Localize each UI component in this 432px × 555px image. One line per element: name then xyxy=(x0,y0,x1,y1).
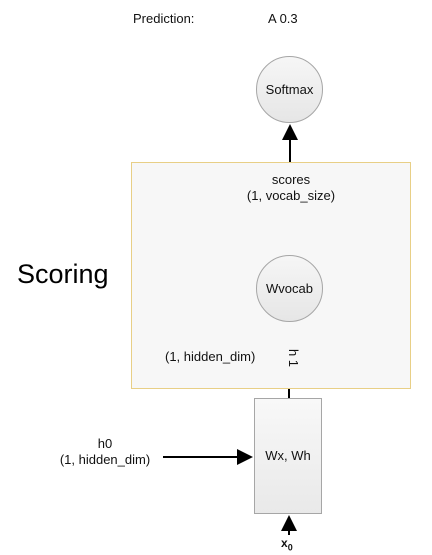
softmax-node-label: Softmax xyxy=(265,81,314,97)
h0-name: h0 xyxy=(97,436,113,451)
section-label-scoring: Scoring xyxy=(17,259,109,289)
scores-annotation: scores (1, vocab_size) xyxy=(211,172,371,204)
scores-name: scores xyxy=(271,172,311,187)
wx-wh-node: Wx, Wh xyxy=(254,398,322,514)
scores-shape: (1, vocab_size) xyxy=(246,188,336,203)
wx-wh-node-label: Wx, Wh xyxy=(265,448,311,463)
h0-shape: (1, hidden_dim) xyxy=(59,452,151,467)
wvocab-node-label: Wvocab xyxy=(266,280,313,296)
scoring-box xyxy=(131,162,411,389)
h1-label: h 1 xyxy=(285,348,301,368)
softmax-node: Softmax xyxy=(256,56,323,123)
x0-input-label: x0 xyxy=(281,536,293,552)
prediction-label: Prediction: xyxy=(133,11,195,26)
prediction-value: A 0.3 xyxy=(268,11,298,26)
x0-subscript: 0 xyxy=(287,542,293,553)
wvocab-node: Wvocab xyxy=(256,255,323,322)
h0-annotation: h0 (1, hidden_dim) xyxy=(40,436,170,468)
hidden-shape-annotation: (1, hidden_dim) xyxy=(165,349,256,364)
h1-annotation: h 1 xyxy=(280,348,306,380)
x0-base: x xyxy=(281,536,288,550)
